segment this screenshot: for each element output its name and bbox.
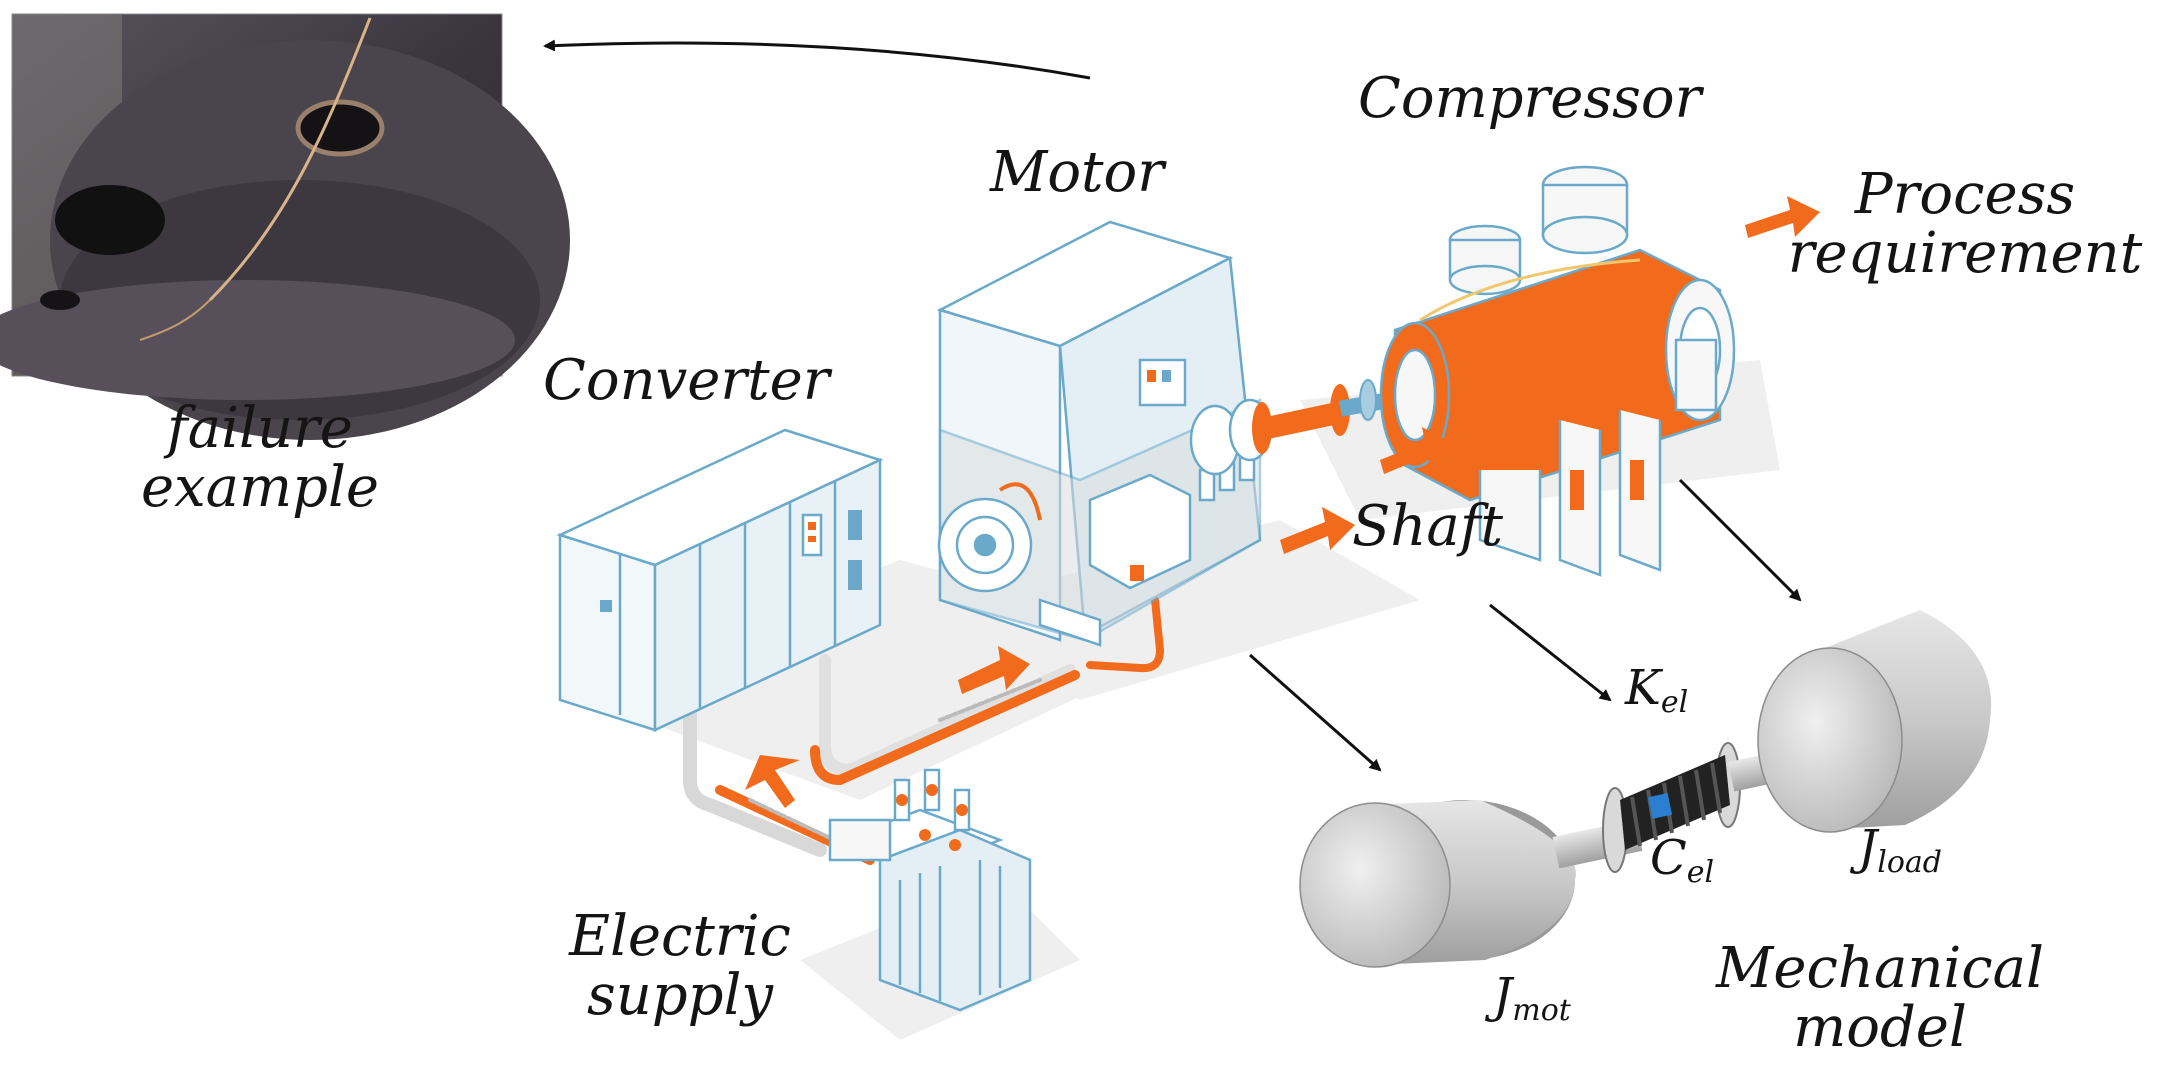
process-label-line2: requirement [1787, 220, 2143, 286]
motor-unit [936, 220, 1272, 647]
mechanical-model [1299, 610, 1992, 968]
k-el-symbol: Kel [1625, 660, 1688, 720]
flow-arrows [745, 196, 1820, 808]
j-load-symbol: Jload [1858, 820, 1942, 880]
motor-label: Motor [990, 140, 1165, 205]
c-el-symbol: Cel [1650, 830, 1714, 890]
mechanical-label-line2: model [1793, 994, 1967, 1060]
c-el-base: C [1650, 830, 1687, 886]
electric-label-line1: Electric [569, 904, 791, 969]
failure-label-line1: failure [167, 396, 353, 461]
compressor-label: Compressor [1358, 66, 1702, 131]
failure-example-photo [0, 13, 570, 440]
power-cables [683, 596, 1165, 865]
j-mot-inertia [1299, 800, 1576, 968]
failure-label-line2: example [140, 454, 380, 520]
j-mot-base: J [1493, 968, 1513, 1024]
electric-supply-label: Electric supply [545, 904, 815, 1028]
damper-element [1647, 793, 1673, 819]
j-mot-symbol: Jmot [1493, 968, 1571, 1028]
electric-label-line2: supply [586, 962, 774, 1028]
shaft-label: Shaft [1352, 494, 1504, 559]
c-el-sub: el [1686, 855, 1715, 890]
model-arrows [1249, 478, 1802, 772]
mechanical-model-label: Mechanical model [1690, 936, 2070, 1060]
j-load-base: J [1858, 820, 1878, 876]
converter-label: Converter [543, 348, 830, 413]
k-el-base: K [1625, 660, 1661, 716]
failure-arrow [543, 39, 1091, 80]
process-label-line1: Process [1854, 162, 2076, 227]
transformer-unit [828, 768, 1032, 1012]
failure-example-label: failure example [110, 396, 410, 520]
j-load-sub: load [1877, 845, 1942, 880]
converter-cabinet [556, 428, 884, 732]
process-requirement-label: Process requirement [1765, 162, 2165, 286]
compressor-unit [1379, 165, 1736, 577]
k-el-sub: el [1660, 685, 1689, 720]
j-mot-sub: mot [1512, 993, 1571, 1028]
j-load-inertia [1757, 610, 1992, 833]
mechanical-label-line1: Mechanical [1716, 936, 2044, 1001]
